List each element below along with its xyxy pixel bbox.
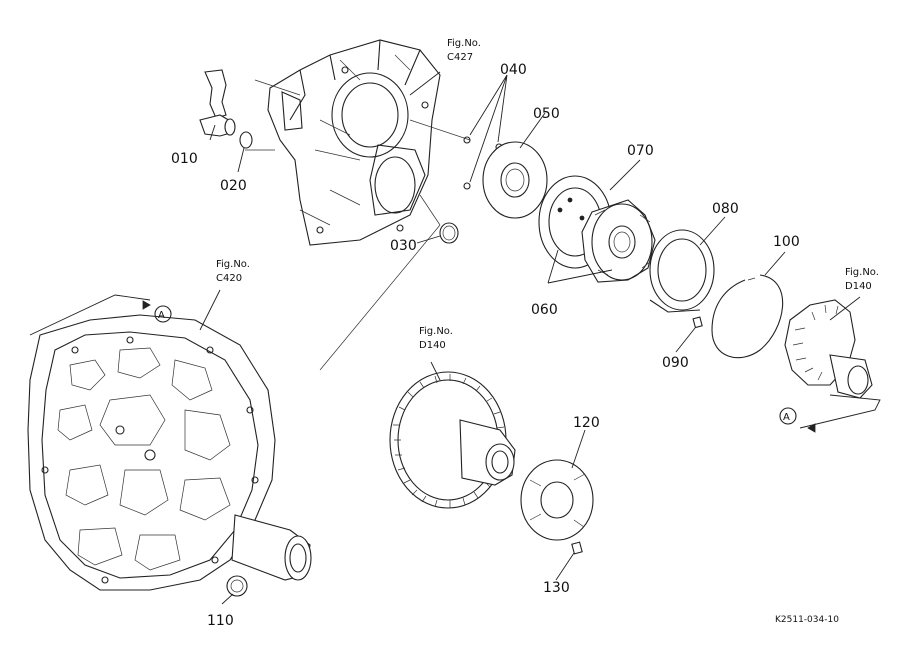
part-110-plug [226, 575, 248, 597]
part-050-pressure-plate [482, 141, 548, 219]
part-030-circlip [439, 222, 459, 244]
part-130-pin [571, 541, 583, 555]
fig-ref-d140-right: Fig.No. D140 [845, 267, 879, 292]
label-040: 040 [500, 62, 527, 78]
part-080-bearing [649, 229, 715, 313]
label-010: 010 [171, 151, 198, 167]
part-100-snap-ring [711, 274, 784, 359]
fig-c427-num: C427 [447, 52, 473, 63]
label-110: 110 [207, 613, 234, 629]
fig-ref-d140-left: Fig.No. D140 [419, 326, 453, 351]
fig-d140-right-title: Fig.No. [845, 267, 879, 278]
label-120: 120 [573, 415, 600, 431]
clutch-housing-c427 [267, 39, 441, 246]
fig-d140-left-num: D140 [419, 340, 446, 351]
part-120-thrust-washer [520, 459, 594, 541]
fig-d140-left-title: Fig.No. [419, 326, 453, 337]
ref-mark-a-left: A [154, 305, 172, 323]
ref-mark-a-right-text: A [783, 412, 790, 423]
label-050: 050 [533, 106, 560, 122]
label-100: 100 [773, 234, 800, 250]
fig-ref-c427: Fig.No. C427 [447, 38, 481, 63]
label-060: 060 [531, 302, 558, 318]
part-010-shift-lever [199, 69, 236, 137]
part-040-ball-c [463, 182, 471, 190]
label-020: 020 [220, 178, 247, 194]
differential-gear-d140 [389, 371, 516, 509]
label-030: 030 [390, 238, 417, 254]
ref-mark-a-right: A [779, 407, 797, 425]
label-070: 070 [627, 143, 654, 159]
transmission-case-c420 [27, 314, 312, 591]
part-040-ball-a [463, 136, 471, 144]
label-090: 090 [662, 355, 689, 371]
fig-c420-title: Fig.No. [216, 259, 250, 270]
label-130: 130 [543, 580, 570, 596]
drawing-code: K2511-034-10 [775, 615, 839, 625]
part-020-o-ring [239, 131, 253, 149]
part-090-pin [692, 316, 703, 329]
part-060-070-clutch-pack [538, 175, 656, 283]
bevel-gear-d140 [784, 299, 873, 399]
fig-c420-num: C420 [216, 273, 242, 284]
fig-d140-right-num: D140 [845, 281, 872, 292]
fig-c427-title: Fig.No. [447, 38, 481, 49]
label-080: 080 [712, 201, 739, 217]
ref-mark-a-left-text: A [158, 310, 165, 321]
fig-ref-c420: Fig.No. C420 [216, 259, 250, 284]
